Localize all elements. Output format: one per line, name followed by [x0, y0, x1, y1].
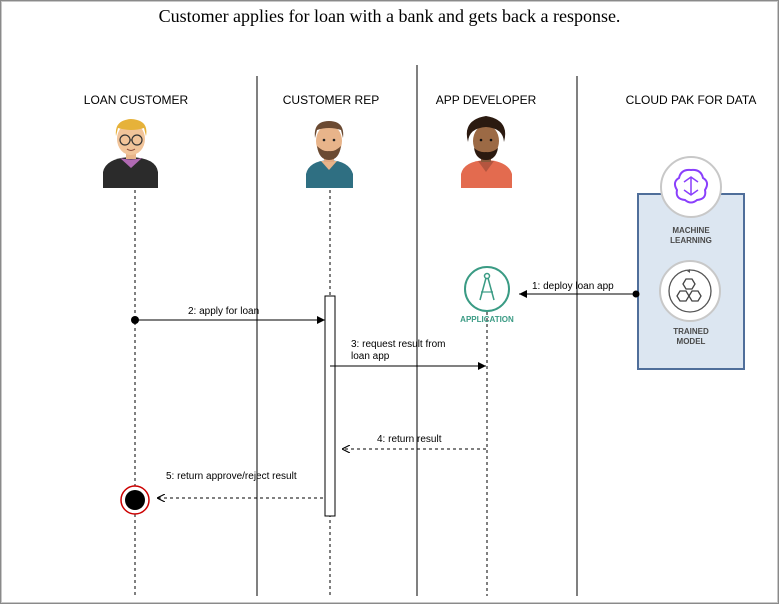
end-state-marker: [120, 485, 150, 515]
machine-learning-icon: [660, 156, 722, 218]
lane-label-app-developer: APP DEVELOPER: [435, 93, 537, 107]
message-label-4: 4: return result: [377, 434, 442, 445]
trained-model-caption: TRAINED MODEL: [673, 327, 709, 346]
app-developer-avatar: [461, 116, 512, 188]
message-label-1: 1: deploy loan app: [532, 281, 614, 292]
activation-bar: [324, 295, 336, 517]
message-label-2: 2: apply for loan: [188, 306, 260, 317]
trained-model-icon: [659, 260, 721, 322]
diagram-title: Customer applies for loan with a bank an…: [158, 6, 621, 26]
lane-label-cloud-pak: CLOUD PAK FOR DATA: [625, 93, 757, 107]
application-icon: [464, 266, 510, 312]
message-label-5: 5: return approve/reject result: [166, 471, 297, 482]
loan-customer-avatar: [103, 119, 158, 188]
message-start-dot: [632, 290, 640, 298]
message-start-dot: [131, 316, 139, 324]
customer-rep-avatar: [306, 121, 353, 188]
message-label-3: 3: request result from loan app: [351, 339, 446, 362]
application-caption: APPLICATION: [460, 315, 514, 324]
lane-label-loan-customer: LOAN CUSTOMER: [83, 93, 189, 107]
machine-learning-caption: MACHINE LEARNING: [670, 226, 712, 245]
lane-label-customer-rep: CUSTOMER REP: [282, 93, 380, 107]
